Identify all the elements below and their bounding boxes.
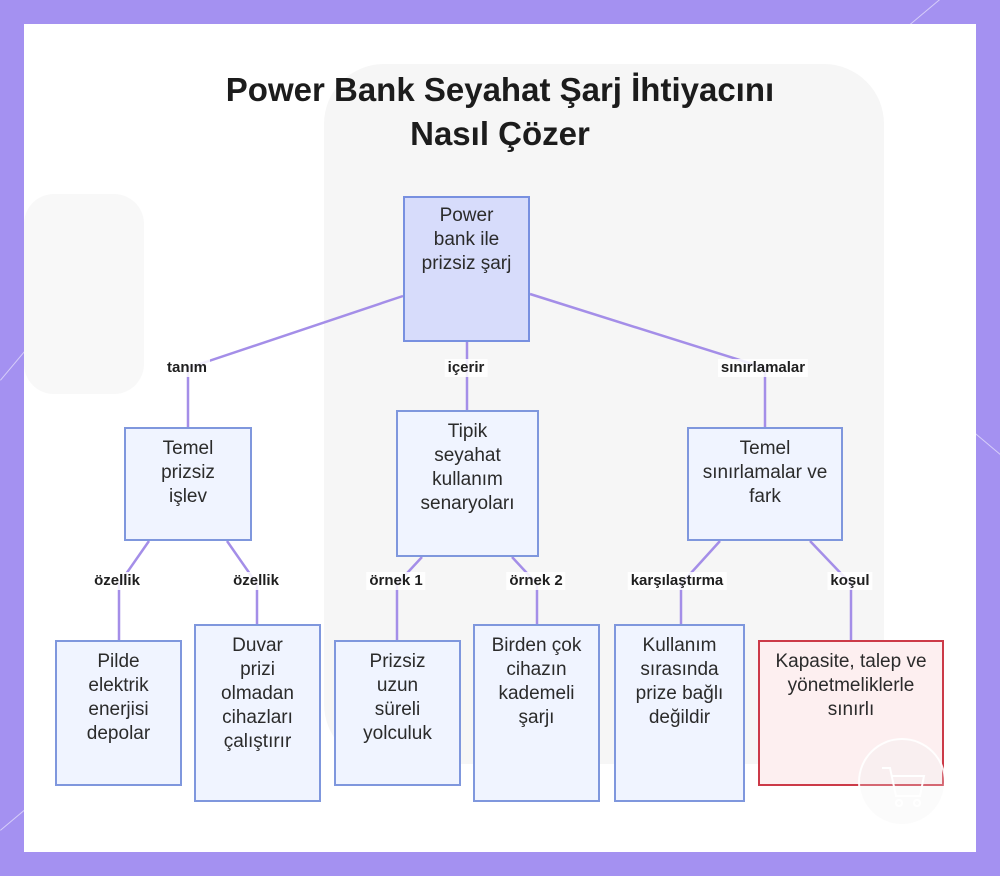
node-travel-scenarios-label: Tipik seyahat kullanım senaryoları	[420, 421, 515, 514]
node-not-plugged: Kullanım sırasında prize bağlı değildir	[614, 624, 745, 802]
node-staged-charging: Birden çok cihazın kademeli şarjı	[473, 624, 600, 802]
edge-scenarios-to-staged-charging	[511, 556, 539, 624]
diagram-title: Power Bank Seyahat Şarj İhtiyacını Nasıl…	[24, 68, 976, 156]
node-basic-function: Temel prizsiz işlev	[124, 427, 252, 541]
node-basic-function-label: Temel prizsiz işlev	[161, 438, 215, 507]
edge-scenarios-to-long-trip	[395, 556, 423, 640]
node-runs-devices: Duvar prizi olmadan cihazları çalıştırır	[194, 624, 321, 802]
edge-basic-to-stores-energy	[117, 540, 151, 640]
edge-label-feature-a: özellik	[91, 572, 143, 590]
edge-label-contains: içerir	[444, 359, 488, 377]
node-long-trip-label: Prizsiz uzun süreli yolculuk	[363, 651, 432, 744]
node-long-trip: Prizsiz uzun süreli yolculuk	[334, 640, 461, 786]
node-capacity-limit-label: Kapasite, talep ve yönetmeliklerle sınır…	[775, 651, 927, 720]
edge-label-comparison: karşılaştırma	[627, 572, 727, 590]
edge-label-definition: tanım	[163, 359, 211, 377]
node-travel-scenarios: Tipik seyahat kullanım senaryoları	[396, 410, 539, 557]
edge-label-condition: koşul	[827, 572, 873, 590]
node-root-label: Power bank ile prizsiz şarj	[421, 205, 512, 274]
node-stores-energy: Pilde elektrik enerjisi depolar	[55, 640, 182, 786]
edge-label-limits: sınırlamalar	[717, 359, 809, 377]
node-stores-energy-label: Pilde elektrik enerjisi depolar	[86, 651, 151, 744]
edge-label-example-1: örnek 1	[366, 572, 426, 590]
shopping-cart-icon	[858, 738, 946, 826]
node-not-plugged-label: Kullanım sırasında prize bağlı değildir	[635, 635, 724, 728]
node-limitations-label: Temel sınırlamalar ve fark	[702, 438, 828, 507]
diagram-panel: Power Bank Seyahat Şarj İhtiyacını Nasıl…	[24, 24, 976, 852]
edge-limitations-to-capacity-limit	[809, 540, 853, 640]
node-staged-charging-label: Birden çok cihazın kademeli şarjı	[491, 635, 582, 728]
edge-root-to-basic-function	[186, 294, 404, 427]
edge-label-feature-b: özellik	[230, 572, 282, 590]
node-capacity-limit: Kapasite, talep ve yönetmeliklerle sınır…	[758, 640, 944, 786]
edge-label-example-2: örnek 2	[506, 572, 566, 590]
title-line-1: Power Bank Seyahat Şarj İhtiyacını	[225, 71, 775, 108]
node-root: Power bank ile prizsiz şarj	[403, 196, 530, 342]
node-limitations: Temel sınırlamalar ve fark	[687, 427, 843, 541]
node-runs-devices-label: Duvar prizi olmadan cihazları çalıştırır	[221, 635, 294, 752]
background-powerbank-shape	[24, 194, 144, 394]
title-line-2: Nasıl Çözer	[410, 115, 590, 152]
